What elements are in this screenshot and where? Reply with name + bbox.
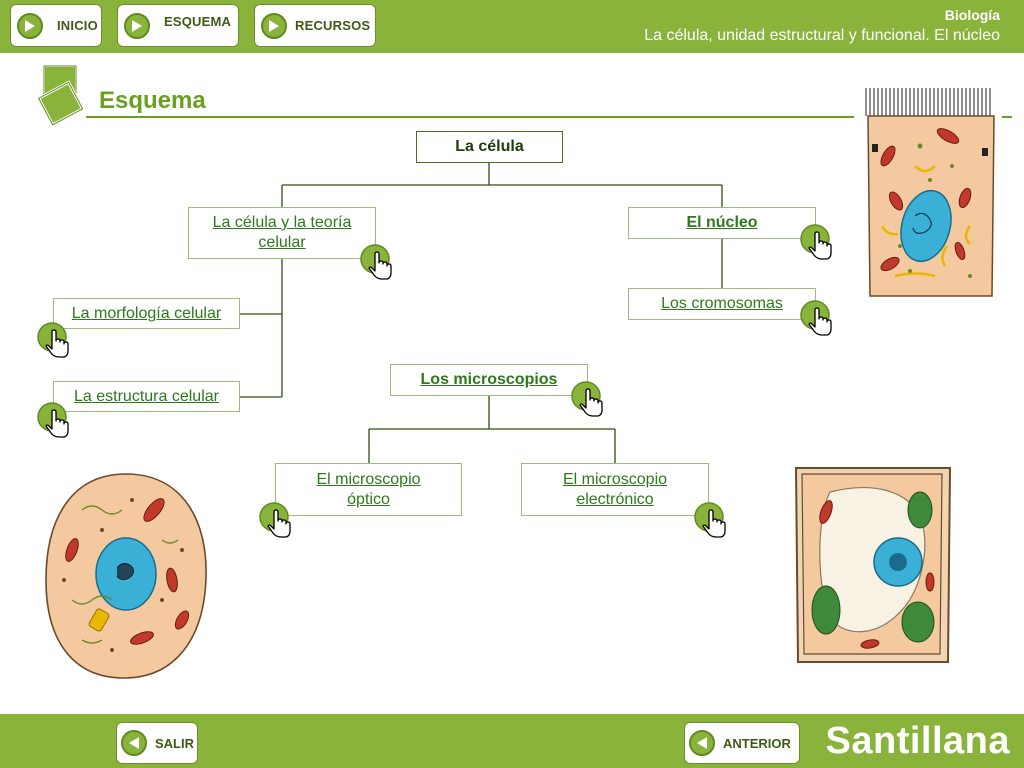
animal-cell-illustration [45, 473, 207, 679]
hand-cursor-icon[interactable] [800, 224, 834, 262]
subject-title: Biología [944, 7, 1000, 23]
hand-cursor-icon[interactable] [694, 502, 728, 540]
node-cromosomas[interactable]: Los cromosomas [628, 288, 816, 320]
title-divider [86, 116, 854, 118]
node-microscopio-electronico[interactable]: El microscopio electrónico [521, 463, 709, 516]
anterior-label: ANTERIOR [723, 735, 791, 751]
hand-cursor-icon[interactable] [571, 381, 605, 419]
esquema-label: ESQUEMA [164, 14, 232, 29]
plant-cell-illustration [794, 467, 952, 663]
hand-cursor-icon[interactable] [37, 322, 71, 360]
salir-label: SALIR [155, 735, 194, 751]
salir-button[interactable]: SALIR [116, 722, 198, 764]
node-teoria-celular[interactable]: La célula y la teoría celular [188, 207, 376, 259]
node-la-celula: La célula [416, 131, 563, 163]
top-bar: INICIO ESQUEMA RECURSOS Biología La célu… [0, 0, 1024, 53]
recursos-button[interactable]: RECURSOS [254, 4, 376, 47]
node-microscopios[interactable]: Los microscopios [390, 364, 588, 396]
play-icon [124, 12, 150, 39]
anterior-button[interactable]: ANTERIOR [684, 722, 800, 764]
bottom-bar: SALIR ANTERIOR Santillana [0, 714, 1024, 768]
back-icon [121, 730, 147, 756]
epithelial-cell-illustration [865, 86, 996, 297]
hand-cursor-icon[interactable] [259, 502, 293, 540]
node-estructura[interactable]: La estructura celular [53, 381, 240, 412]
page-title: Esquema [99, 87, 206, 114]
node-microscopio-optico[interactable]: El microscopio óptico [275, 463, 462, 516]
hand-cursor-icon[interactable] [37, 402, 71, 440]
scheme-icon [36, 64, 86, 133]
esquema-button[interactable]: ESQUEMA [117, 4, 239, 47]
inicio-label: INICIO [57, 18, 98, 33]
node-el-nucleo[interactable]: El núcleo [628, 207, 816, 239]
unit-subtitle: La célula, unidad estructural y funciona… [644, 27, 1000, 44]
santillana-logo: Santillana [825, 720, 1010, 762]
hand-cursor-icon[interactable] [360, 244, 394, 282]
recursos-label: RECURSOS [295, 18, 371, 33]
play-icon [17, 12, 43, 39]
hand-cursor-icon[interactable] [800, 300, 834, 338]
inicio-button[interactable]: INICIO [10, 4, 102, 47]
title-divider-end [1002, 116, 1012, 118]
play-icon [261, 12, 287, 39]
back-icon [689, 730, 715, 756]
node-morfologia[interactable]: La morfología celular [53, 298, 240, 329]
